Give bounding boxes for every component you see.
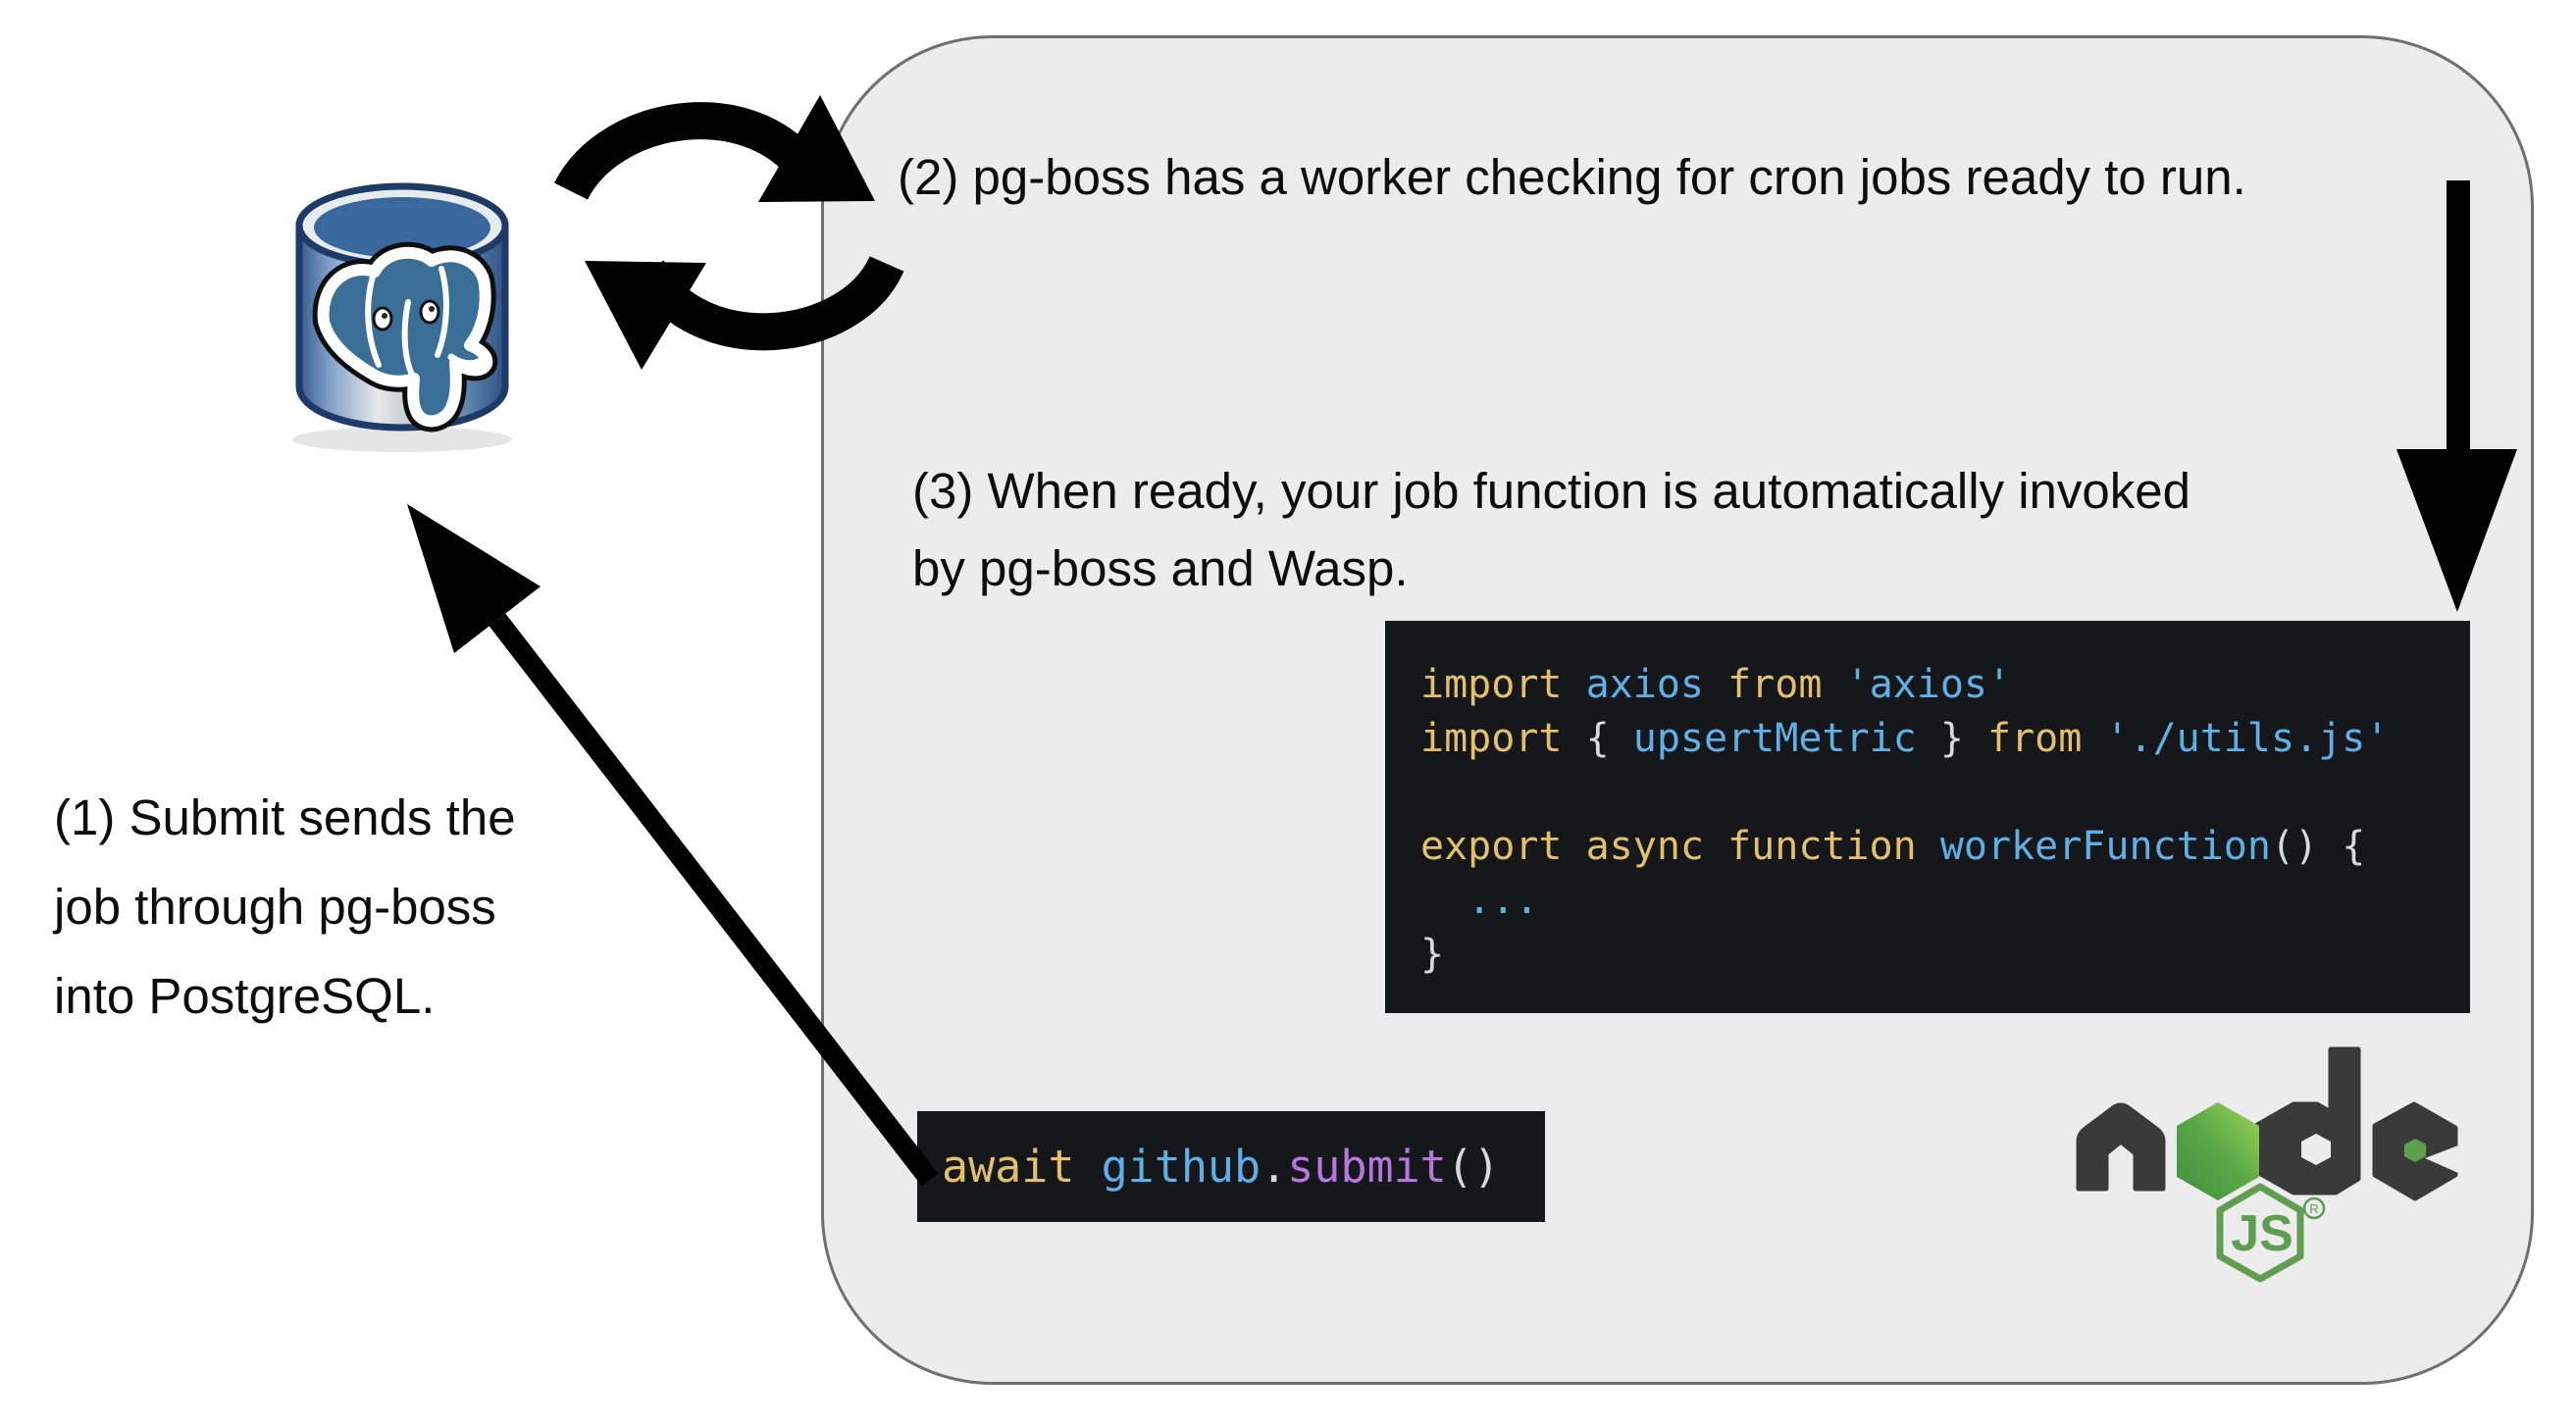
code-line: import { upsertMetric } from './utils.js… xyxy=(1420,712,2470,766)
code-token: axios xyxy=(1585,662,1704,707)
code-token: submit xyxy=(1287,1141,1447,1193)
letter-o-hexagon xyxy=(2177,1102,2259,1200)
letter-e-hexagon-dot xyxy=(2404,1139,2426,1162)
code-token: 'axios' xyxy=(1845,662,2012,707)
step3-text: (3) When ready, your job function is aut… xyxy=(912,452,2190,607)
annotation-line: (3) When ready, your job function is aut… xyxy=(912,463,2191,519)
code-token: import xyxy=(1420,716,1586,761)
code-line: import axios from 'axios' xyxy=(1420,658,2470,712)
submit-code-block: await github.submit() xyxy=(917,1111,1545,1222)
code-token xyxy=(1074,1141,1101,1193)
letter-d xyxy=(2249,1046,2361,1195)
code-line: export async function workerFunction() { xyxy=(1420,820,2470,874)
annotation-line: (1) Submit sends the xyxy=(54,789,516,845)
code-token: import xyxy=(1420,662,1586,707)
code-token: () xyxy=(1446,1141,1500,1193)
letter-e-slot xyxy=(2425,1145,2458,1173)
annotation-line: into PostgreSQL. xyxy=(54,968,436,1024)
code-token: ... xyxy=(1468,878,1539,923)
annotation-line: job through pg-boss xyxy=(54,879,496,935)
sync-cycle-icon xyxy=(554,95,904,370)
code-token: { xyxy=(1585,716,1633,761)
code-token: () { xyxy=(2270,824,2366,869)
code-line: } xyxy=(1420,928,2470,982)
postgresql-database-icon xyxy=(292,182,512,452)
step2-text: (2) pg-boss has a worker checking for cr… xyxy=(898,149,2246,205)
code-token: } xyxy=(1420,932,1445,977)
node-wordmark xyxy=(2076,1046,2458,1201)
registered-mark-icon xyxy=(2302,1196,2326,1220)
code-token: from xyxy=(1963,716,2106,761)
registered-mark-letter: R xyxy=(2309,1201,2318,1216)
code-token: github xyxy=(1101,1141,1262,1193)
js-badge-text: JS xyxy=(2231,1205,2293,1262)
code-token: await xyxy=(942,1141,1075,1193)
code-token: export async function xyxy=(1420,824,1940,869)
code-line: await github.submit() xyxy=(942,1141,1500,1193)
code-token xyxy=(1420,878,1468,923)
step1-text: (1) Submit sends the job through pg-boss i… xyxy=(54,773,516,1041)
icon-shadow xyxy=(292,427,512,452)
js-badge: JS R xyxy=(2216,1183,2326,1283)
down-arrow xyxy=(2396,180,2517,612)
worker-code-block: import axios from 'axios'import { upsert… xyxy=(1385,621,2470,1013)
up-left-arrow xyxy=(407,504,939,1187)
code-token: './utils.js' xyxy=(2105,716,2390,761)
code-line xyxy=(1420,766,2470,820)
code-token: . xyxy=(1261,1141,1288,1193)
nodejs-logo: JS R xyxy=(2076,1046,2458,1283)
letter-d-hole xyxy=(2301,1134,2331,1165)
code-line: ... xyxy=(1420,874,2470,928)
code-token: } xyxy=(1916,716,1964,761)
code-token: upsertMetric xyxy=(1632,716,1917,761)
code-token: from xyxy=(1704,662,1846,707)
elephant-glyph xyxy=(312,241,498,432)
letter-n xyxy=(2076,1102,2166,1192)
annotation-line: by pg-boss and Wasp. xyxy=(912,540,1409,596)
code-token: workerFunction xyxy=(1939,824,2271,869)
